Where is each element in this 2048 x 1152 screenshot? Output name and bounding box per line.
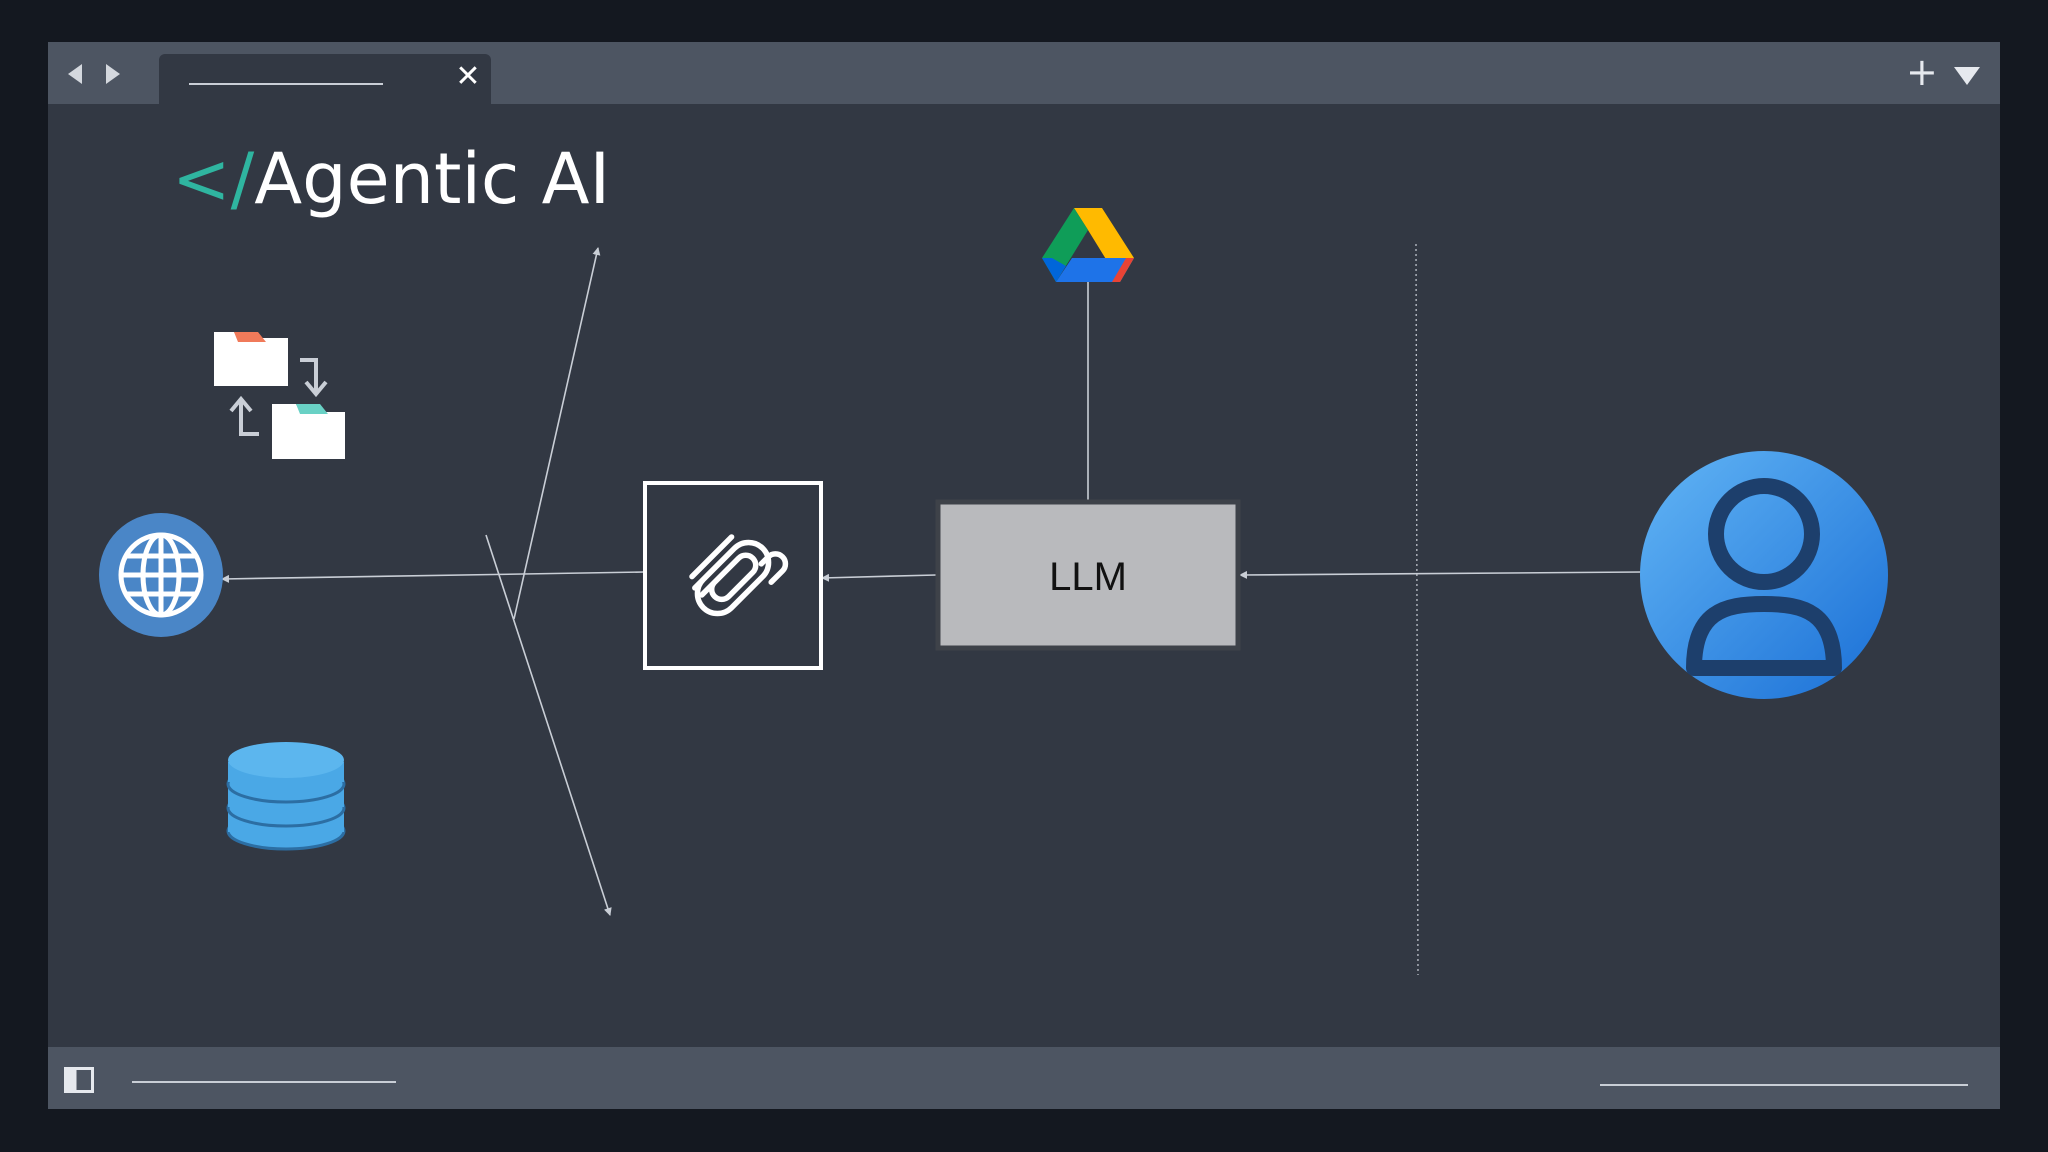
new-tab-button[interactable]: +	[1906, 50, 1938, 94]
back-arrow-icon[interactable]	[62, 60, 90, 88]
close-icon[interactable]: ✕	[455, 59, 481, 94]
folder-sync-icon	[214, 332, 345, 459]
edge-agent-to-web	[221, 571, 645, 583]
edge-to-file-transfer	[513, 247, 601, 620]
app-window: ✕ + </Agentic AI	[48, 42, 2000, 1109]
status-bar	[48, 1047, 2000, 1109]
page-title: </Agentic AI	[172, 134, 610, 224]
browser-tab[interactable]: ✕	[159, 54, 491, 104]
forward-arrow-icon[interactable]	[98, 60, 126, 88]
title-text: Agentic AI	[254, 138, 611, 220]
agent-framework-node	[643, 481, 823, 670]
langchain-paperclip-icon	[689, 534, 789, 617]
status-text-left	[132, 1081, 396, 1083]
edge-to-database	[485, 534, 612, 916]
tab-bar: ✕ +	[48, 42, 2000, 104]
llm-node: LLM	[935, 499, 1241, 651]
user-avatar-icon	[1640, 451, 1888, 699]
boundary-divider	[1415, 243, 1419, 976]
globe-icon	[99, 513, 223, 637]
status-text-right	[1600, 1084, 1968, 1086]
architecture-diagram: LLM	[99, 208, 1888, 976]
tab-title-placeholder	[189, 83, 383, 85]
edge-user-to-llm	[1239, 570, 1643, 579]
code-bracket-prefix: </	[172, 138, 255, 220]
edge-llm-to-agent	[821, 573, 937, 582]
llm-label: LLM	[1049, 555, 1127, 599]
google-drive-icon	[1042, 208, 1134, 282]
sidebar-toggle-icon[interactable]	[64, 1067, 94, 1093]
database-icon	[226, 742, 346, 851]
dropdown-triangle-icon[interactable]	[1952, 64, 1982, 88]
connectors	[221, 243, 1643, 976]
